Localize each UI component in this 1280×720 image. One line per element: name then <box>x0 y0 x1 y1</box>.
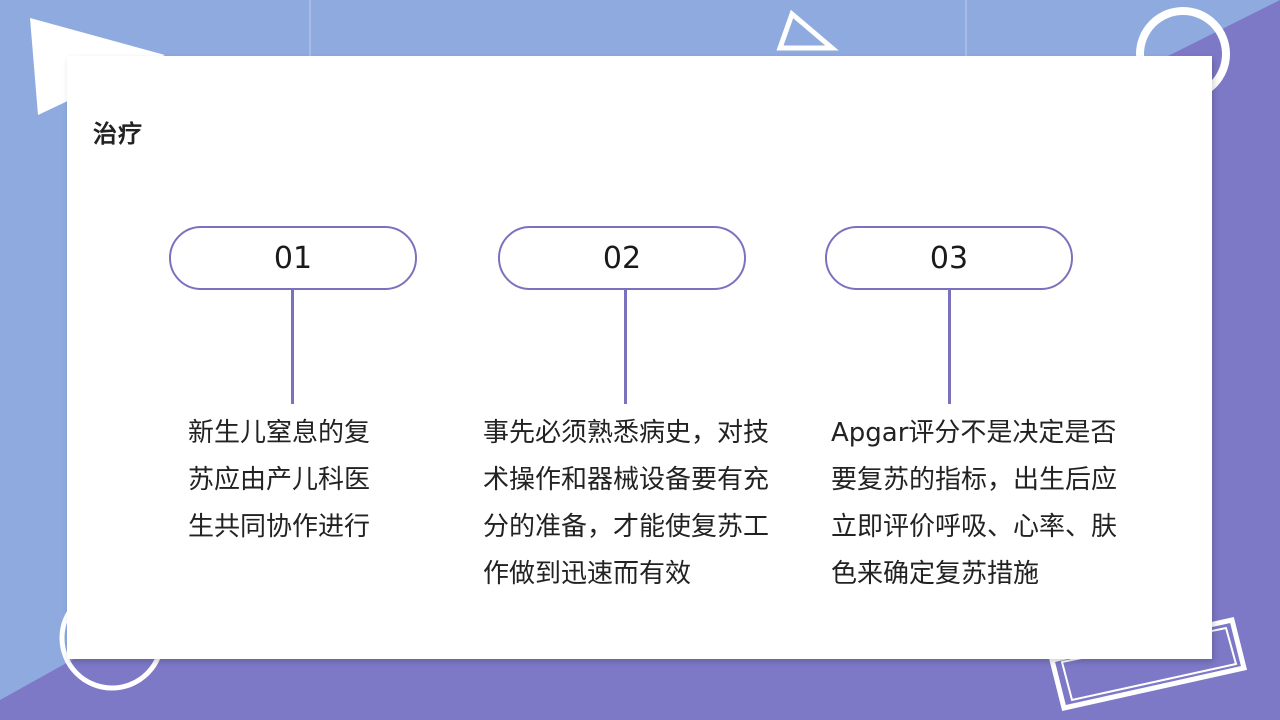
step-1-number-pill: 01 <box>169 226 417 290</box>
content-card <box>67 56 1212 659</box>
step-1-description-line: 苏应由产儿科医 <box>188 465 371 495</box>
step-1-connector-line <box>291 290 294 404</box>
step-2-description-line: 术操作和器械设备要有充 <box>483 465 770 495</box>
slide-title: 治疗 <box>93 120 143 148</box>
step-2-description-line: 事先必须熟悉病史，对技 <box>483 418 770 448</box>
step-3-number: 03 <box>929 240 969 276</box>
step-2-description: 事先必须熟悉病史，对技 术操作和器械设备要有充 分的准备，才能使复苏工 作做到迅… <box>483 410 793 598</box>
step-1-number: 01 <box>273 240 313 276</box>
step-2-description-line: 分的准备，才能使复苏工 <box>483 512 770 542</box>
step-3-number-pill: 03 <box>825 226 1073 290</box>
step-1-description-line: 生共同协作进行 <box>188 512 371 542</box>
step-2-description-line: 作做到迅速而有效 <box>483 559 692 589</box>
decorative-triangle-outline <box>776 9 839 51</box>
step-1-description: 新生儿窒息的复 苏应由产儿科医 生共同协作进行 <box>188 410 408 551</box>
step-2-number-pill: 02 <box>498 226 746 290</box>
step-2-connector-line <box>624 290 627 404</box>
step-3-description-line: Apgar评分不是决定是否 <box>831 418 1117 448</box>
step-3-connector-line <box>948 290 951 404</box>
step-3-description-line: 要复苏的指标，出生后应 <box>831 465 1118 495</box>
step-2-number: 02 <box>602 240 642 276</box>
step-3-description-line: 色来确定复苏措施 <box>831 559 1040 589</box>
step-3-description: Apgar评分不是决定是否 要复苏的指标，出生后应 立即评价呼吸、心率、肤 色来… <box>831 410 1141 598</box>
step-1-description-line: 新生儿窒息的复 <box>188 418 371 448</box>
step-3-description-line: 立即评价呼吸、心率、肤 <box>831 512 1118 542</box>
